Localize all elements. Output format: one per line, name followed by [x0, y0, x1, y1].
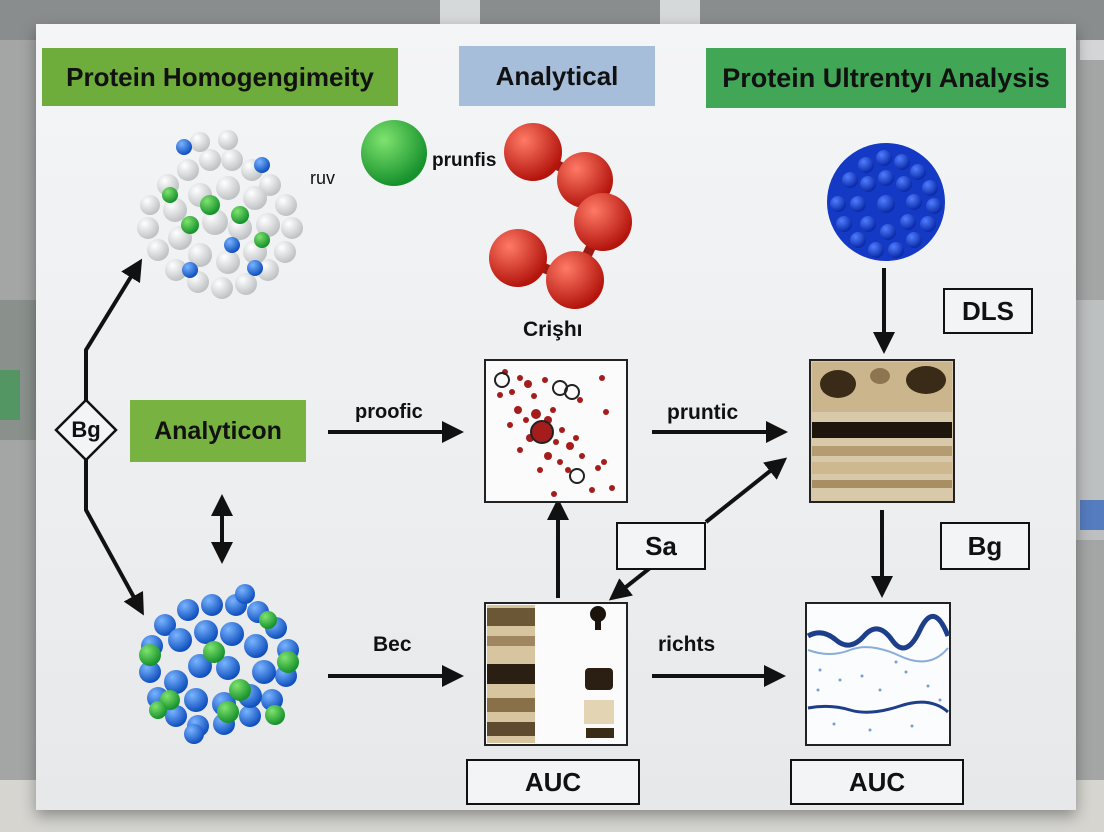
red-bead-chain — [489, 123, 632, 309]
bg-diamond-shape — [54, 398, 118, 462]
label-bec: Bec — [373, 633, 412, 656]
diamond-bg-label: Bg — [71, 417, 101, 442]
analyticon-box: Analyticon — [130, 400, 306, 462]
scatter-panel — [484, 359, 628, 503]
label-prunfis: prunfis — [432, 150, 497, 171]
label-pruntic: pruntic — [667, 401, 739, 424]
label-ruv: ruv — [310, 168, 336, 188]
label-crishi: Crişhı — [523, 318, 583, 341]
header-right: Protein Ultrentyı Analysis — [706, 48, 1066, 108]
header-middle: Analytical — [459, 46, 655, 106]
arrow-icon — [84, 258, 895, 687]
blue-bead-sphere — [827, 143, 945, 261]
sa-box: Sa — [616, 522, 706, 570]
blot-panel-top — [809, 359, 955, 503]
wave-panel — [805, 602, 951, 746]
label-richts: richts — [658, 633, 716, 656]
dls-box: DLS — [943, 288, 1033, 334]
bg-box-right: Bg — [940, 522, 1030, 570]
auc-box-left: AUC — [466, 759, 640, 805]
blot-panel-bottom — [484, 602, 628, 746]
green-sphere — [361, 120, 427, 186]
header-left: Protein Homogengimeity — [42, 48, 398, 106]
auc-box-right: AUC — [790, 759, 964, 805]
blue-green-protein-cluster — [139, 584, 299, 744]
label-proofic: proofic — [355, 401, 423, 423]
white-protein-cluster — [137, 130, 303, 299]
